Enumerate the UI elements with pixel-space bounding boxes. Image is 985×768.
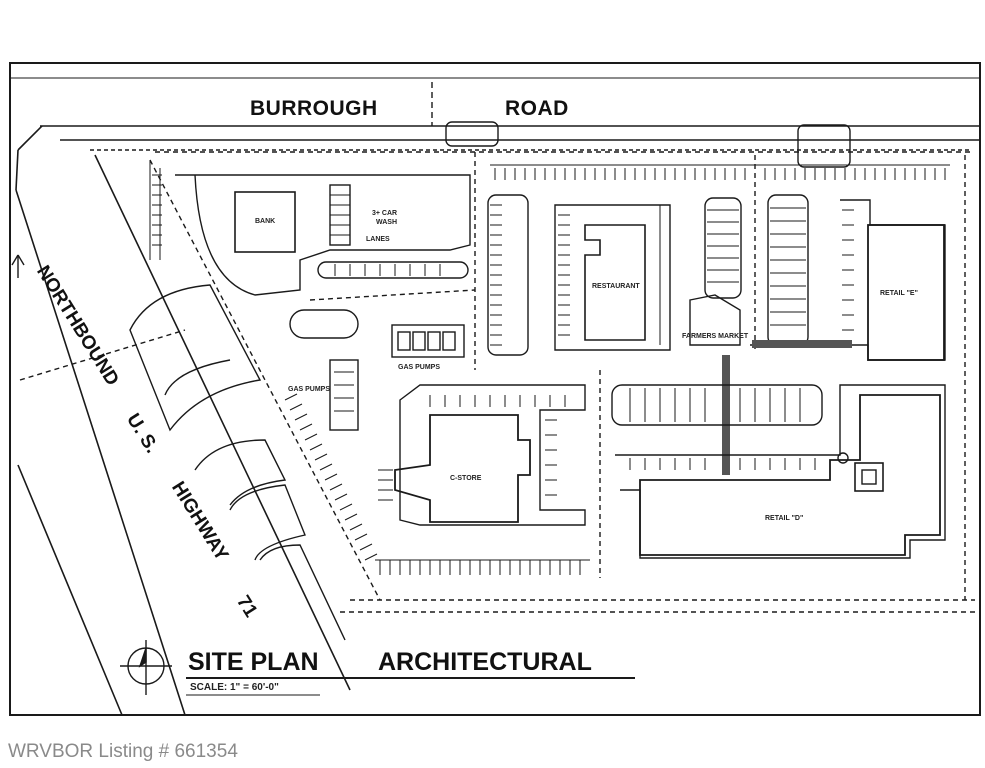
car-wash-label: 3+ CAR (372, 210, 398, 217)
burrough-road (40, 82, 980, 168)
farmers-market-label: FARMERS MARKET (682, 333, 749, 340)
title-architectural: ARCHITECTURAL (378, 648, 592, 676)
bank-block (149, 160, 471, 339)
restaurant-label: RESTAURANT (592, 283, 640, 290)
retail-d-label: RETAIL "D" (765, 515, 804, 522)
retail-d-block (611, 384, 946, 559)
bank-label: BANK (255, 218, 276, 225)
parking-row-highway (284, 393, 590, 575)
c-store-label: C-STORE (450, 475, 482, 482)
drawing-frame (9, 62, 981, 716)
scale-label: SCALE: 1" = 60'-0" (190, 682, 279, 693)
gas-pumps-upper (391, 324, 465, 358)
north-arrow-icon (120, 640, 172, 695)
highway-71 (11, 125, 381, 716)
restaurant-block (487, 194, 809, 356)
retail-e-label: RETAIL "E" (880, 290, 918, 297)
lanes-label: LANES (366, 236, 390, 243)
listing-caption: WRVBOR Listing # 661354 (8, 741, 238, 762)
parking-row-north (490, 164, 950, 180)
road-label-road: ROAD (505, 97, 569, 120)
title-site-plan: SITE PLAN (188, 648, 319, 676)
retail-e-block (750, 199, 946, 361)
road-label-burrough: BURROUGH (250, 97, 378, 120)
gas-pumps-label-lower: GAS PUMPS (288, 386, 331, 393)
farmers-market-block (689, 294, 741, 475)
car-wash-label-2: WASH (376, 219, 397, 226)
site-boundary (155, 151, 975, 613)
c-store-block (378, 384, 586, 526)
gas-pumps-label-upper: GAS PUMPS (398, 364, 441, 371)
gas-pumps-lower (329, 359, 359, 431)
